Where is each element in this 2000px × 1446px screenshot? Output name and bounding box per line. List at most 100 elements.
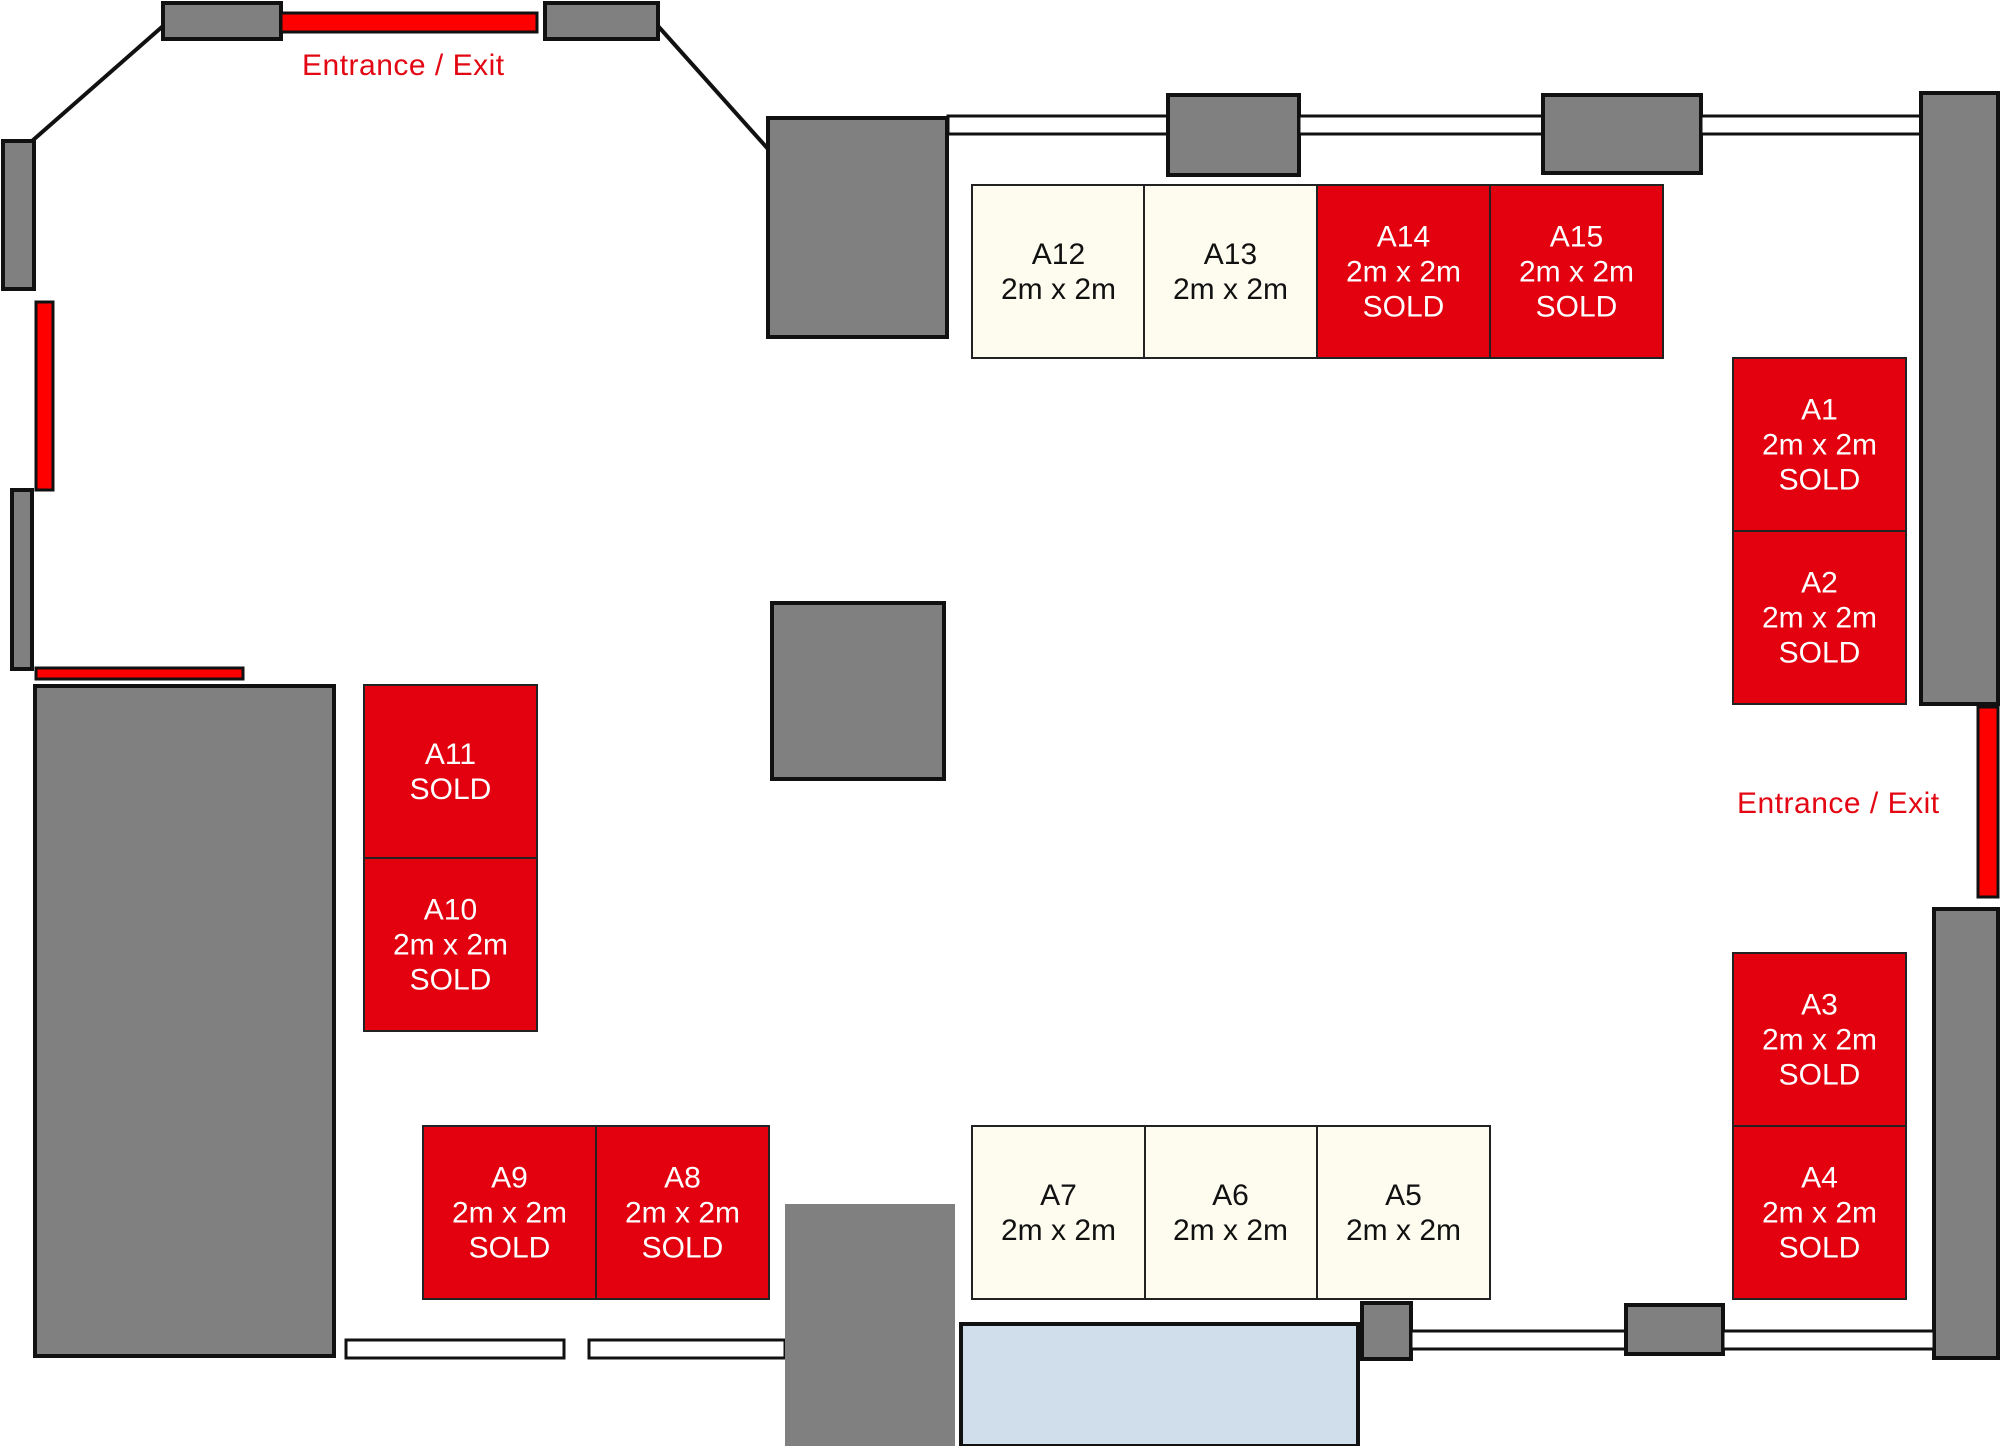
booth-size: 2m x 2m	[393, 929, 508, 962]
booth-id: A5	[1385, 1179, 1422, 1212]
booth-box	[971, 184, 1146, 359]
booth-size: 2m x 2m	[1001, 273, 1116, 306]
booth-box	[1732, 357, 1907, 532]
booth-size: 2m x 2m	[1762, 602, 1877, 635]
booth-size: 2m x 2m	[1762, 1024, 1877, 1057]
pillar	[543, 1, 660, 41]
pillar	[1541, 93, 1703, 175]
water-feature	[959, 1322, 1360, 1446]
booth-box	[971, 1125, 1146, 1300]
booth-size: 2m x 2m	[1519, 256, 1634, 289]
booth-id: A15	[1550, 221, 1603, 254]
wall-diagonal-top-left	[30, 24, 165, 143]
booth-size: 2m x 2m	[1762, 1197, 1877, 1230]
booth-box	[1143, 1125, 1318, 1300]
booth-box	[422, 1125, 597, 1300]
booth-status: SOLD	[1779, 1232, 1861, 1265]
booth-id: A3	[1801, 989, 1838, 1022]
booth-size: 2m x 2m	[1346, 256, 1461, 289]
booth-box	[1732, 952, 1907, 1127]
wall-diagonal-top-right	[656, 24, 770, 151]
booth-size: 2m x 2m	[1346, 1214, 1461, 1247]
booth-status: SOLD	[1779, 1059, 1861, 1092]
window-strip	[587, 1338, 787, 1360]
booth-id: A12	[1032, 238, 1085, 271]
door-left	[34, 300, 55, 492]
central-column	[770, 601, 946, 781]
booth-id: A4	[1801, 1162, 1838, 1195]
window-strip	[1409, 1329, 1628, 1351]
booth-size: 2m x 2m	[1173, 1214, 1288, 1247]
booth-status: SOLD	[469, 1232, 551, 1265]
entrance-label-top: Entrance / Exit	[302, 49, 505, 82]
booth-status: SOLD	[1779, 637, 1861, 670]
wall-block-left	[33, 684, 336, 1358]
booth-box	[1732, 530, 1907, 705]
window-strip	[344, 1338, 566, 1360]
booth-box	[1316, 1125, 1491, 1300]
booth-size: 2m x 2m	[452, 1197, 567, 1230]
pillar	[10, 488, 34, 671]
booth-size: 2m x 2m	[1001, 1214, 1116, 1247]
booth-status: SOLD	[642, 1232, 724, 1265]
booth-id: A2	[1801, 567, 1838, 600]
booth-id: A6	[1212, 1179, 1249, 1212]
booth-box	[1316, 184, 1491, 359]
wall-block-right-lower	[1932, 907, 2000, 1360]
booth-size: 2m x 2m	[625, 1197, 740, 1230]
booth-box	[1732, 1125, 1907, 1300]
window-strip	[1297, 114, 1545, 136]
booth-status: SOLD	[410, 964, 492, 997]
pillar	[1166, 93, 1301, 177]
booth-status: SOLD	[1363, 291, 1445, 324]
door-left-lower	[34, 666, 245, 681]
booth-box	[1143, 184, 1318, 359]
booth-id: A14	[1377, 221, 1430, 254]
booth-box	[595, 1125, 770, 1300]
booth-id: A9	[491, 1162, 528, 1195]
booth-id: A11	[425, 738, 476, 771]
booth-id: A10	[424, 894, 477, 927]
booth-box	[363, 857, 538, 1032]
booth-status: SOLD	[1536, 291, 1618, 324]
booth-id: A8	[664, 1162, 701, 1195]
booth-status: SOLD	[1779, 464, 1861, 497]
pillar	[161, 1, 283, 41]
pillar-block-bottom	[785, 1204, 955, 1446]
wall-block-right-upper	[1919, 91, 2000, 706]
booth-id: A1	[1801, 394, 1838, 427]
window-strip	[1699, 114, 1923, 136]
pillar	[1, 139, 36, 291]
booth-id: A13	[1204, 238, 1257, 271]
entrance-label-right: Entrance / Exit	[1737, 787, 1940, 820]
booth-size: 2m x 2m	[1173, 273, 1288, 306]
door-top	[279, 11, 539, 34]
door-right	[1976, 705, 2000, 899]
pillar-block	[766, 116, 949, 339]
booth-size: 2m x 2m	[1762, 429, 1877, 462]
booth-status: SOLD	[410, 773, 492, 806]
pillar	[1624, 1303, 1725, 1356]
booth-box	[1489, 184, 1664, 359]
booth-id: A7	[1040, 1179, 1077, 1212]
window-strip	[946, 114, 1170, 136]
pillar	[1360, 1301, 1413, 1361]
